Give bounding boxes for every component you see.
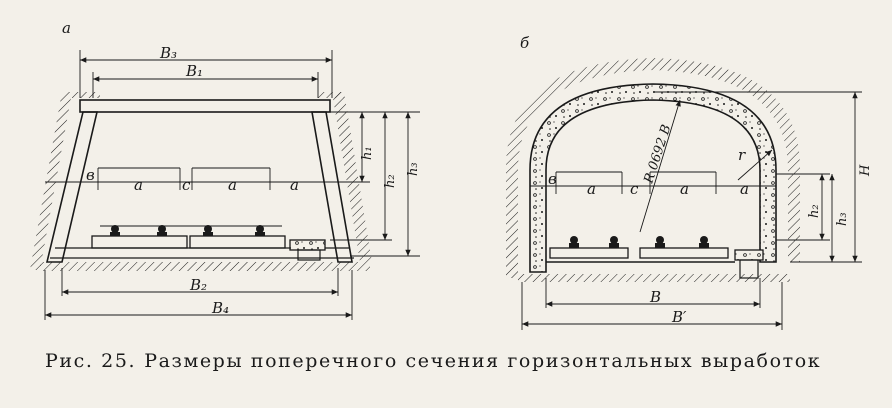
panel-a-bottom-dims: B₂ B₄ xyxy=(44,268,353,320)
rail-right-2 xyxy=(255,225,265,236)
rail-left-1 xyxy=(110,225,120,236)
label-Bprime: B′ xyxy=(671,308,687,326)
label-B1: B₁ xyxy=(185,62,203,80)
label-b: в xyxy=(548,170,557,188)
label-R: R 0692 B xyxy=(641,123,674,186)
label-h1: h₁ xyxy=(360,146,375,160)
label-a-2: a xyxy=(228,176,237,194)
rail-right-1 xyxy=(203,225,213,236)
panel-b-bottom-dims: B B′ xyxy=(521,278,783,330)
label-h3: h₃ xyxy=(406,162,421,176)
panel-b-vertical-dims: h₂ h₃ H xyxy=(653,91,873,263)
panel-a-spacing-dims: в a c a a xyxy=(45,166,330,194)
ballast-left xyxy=(549,247,629,259)
label-r: r xyxy=(738,146,746,164)
rail-left-2 xyxy=(609,236,619,248)
concrete-lining xyxy=(529,83,777,273)
figure-caption: Рис. 25. Размеры поперечного сечения гори… xyxy=(45,350,829,372)
label-b: в xyxy=(86,166,95,184)
left-post xyxy=(45,111,99,263)
panel-b-spacing-dims: в a c a a xyxy=(530,170,776,198)
caption-text: Размеры поперечного сечения горизонтальн… xyxy=(144,350,822,372)
panel-a-label: а xyxy=(62,19,71,37)
panel-b-tracks xyxy=(546,236,764,279)
rail-left-1 xyxy=(569,236,579,248)
label-H: H xyxy=(858,164,873,177)
label-h2: h₂ xyxy=(807,204,822,218)
rail-right-1 xyxy=(655,236,665,248)
label-B3: B₃ xyxy=(159,44,177,62)
label-a-3: a xyxy=(740,180,749,198)
label-B: B xyxy=(649,288,661,306)
panel-a-tracks xyxy=(91,225,326,261)
panel-b: б R 0692 B r xyxy=(506,34,873,330)
label-a-1: a xyxy=(134,176,143,194)
ballast-right xyxy=(639,247,729,259)
caption-prefix: Рис. 25. xyxy=(45,350,137,372)
panel-a-rock-hatch xyxy=(30,92,372,271)
rail-left-2 xyxy=(157,225,167,236)
label-c: c xyxy=(182,176,191,194)
panel-a-vertical-dims: h₁ h₂ h₃ xyxy=(330,111,421,257)
right-post xyxy=(311,111,353,263)
panel-b-rock-hatch xyxy=(506,58,800,282)
label-c: c xyxy=(630,180,639,198)
rail-right-2 xyxy=(699,236,709,248)
label-a-2: a xyxy=(680,180,689,198)
panel-a: а xyxy=(30,19,421,320)
drain-ditch xyxy=(734,249,764,261)
ballast-left xyxy=(91,235,188,249)
dim-r xyxy=(737,149,773,181)
label-B4: B₄ xyxy=(211,299,229,317)
label-h3: h₃ xyxy=(835,212,850,226)
panel-a-top-dims: B₃ B₁ xyxy=(79,44,333,98)
panel-b-label: б xyxy=(520,34,530,52)
drain-ditch xyxy=(289,239,326,251)
label-a-1: a xyxy=(587,180,596,198)
ballast-right xyxy=(189,235,286,249)
cap-beam xyxy=(79,99,331,113)
label-a-3: a xyxy=(290,176,299,194)
label-h2: h₂ xyxy=(383,174,398,188)
dim-R xyxy=(639,99,681,233)
label-B2: B₂ xyxy=(189,276,207,294)
